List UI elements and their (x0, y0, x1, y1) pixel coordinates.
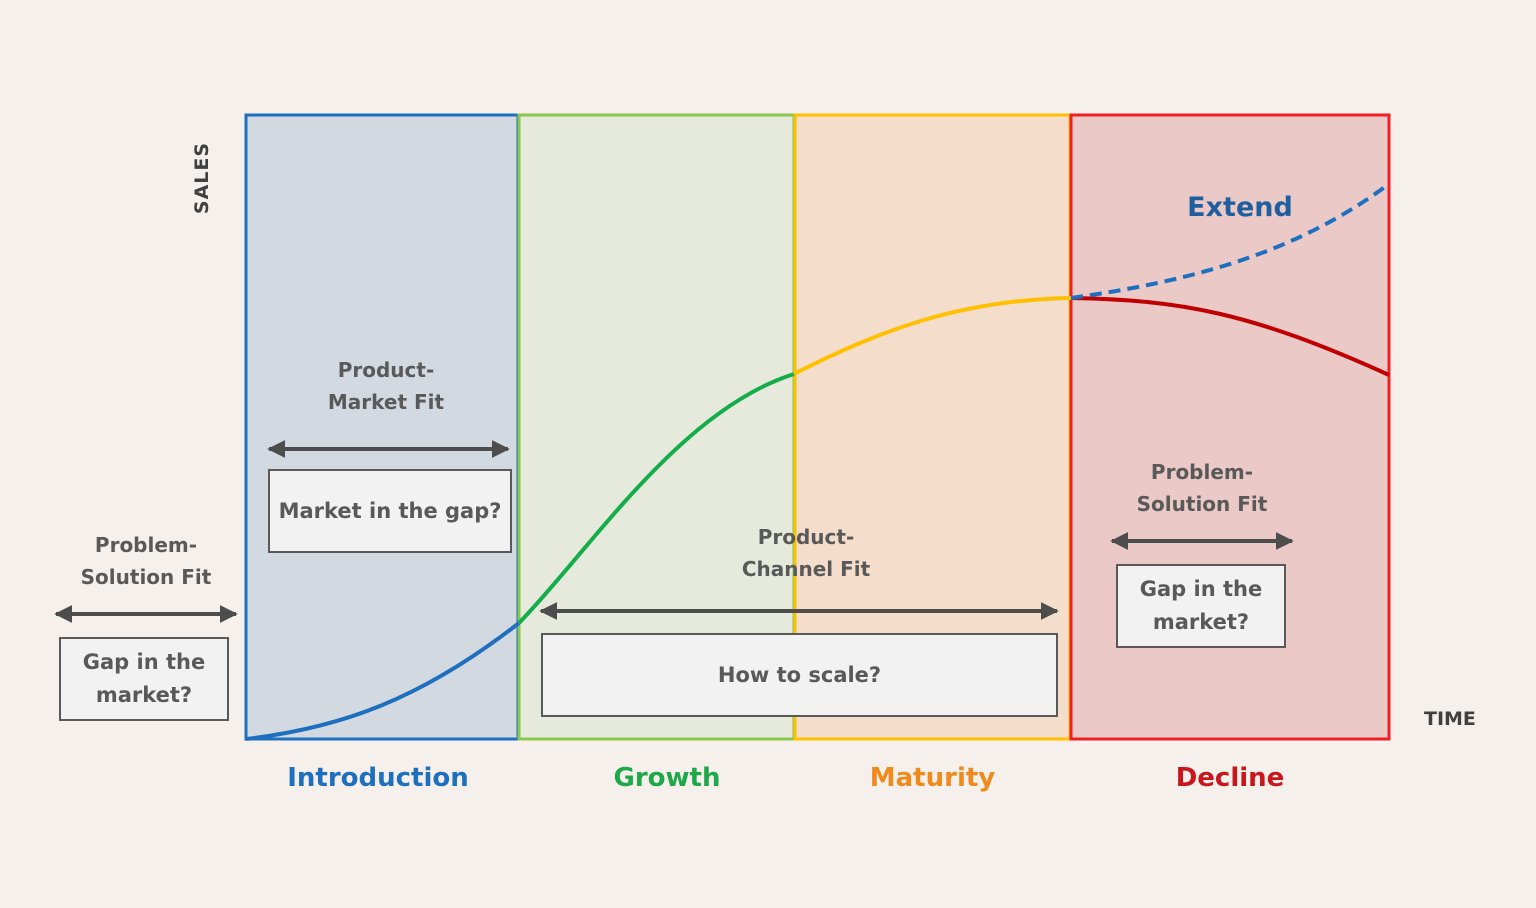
stage-label-decline: Decline (1175, 763, 1285, 793)
extend-label: Extend (1187, 192, 1293, 223)
stage-label-maturity: Maturity (869, 763, 996, 793)
curve-growth (517, 372, 795, 625)
fit-title-pre-problem-solution: Problem- Solution Fit (80, 533, 212, 589)
zone-introduction (244, 113, 520, 741)
question-box-product-channel: How to scale? (541, 633, 1058, 717)
question-box-product-market: Market in the gap? (268, 469, 512, 553)
fit-title-product-channel: Product- Channel Fit (741, 525, 871, 581)
stage-label-introduction: Introduction (287, 763, 469, 793)
curve-maturity (793, 296, 1072, 376)
question-box-pre-problem-solution: Gap in the market? (59, 637, 229, 721)
y-axis-label: SALES (191, 141, 213, 215)
fit-title-decline-problem-solution: Problem- Solution Fit (1136, 460, 1268, 516)
curve-introduction (245, 621, 521, 741)
fit-title-product-market: Product- Market Fit (327, 358, 445, 414)
curve-extend (1070, 182, 1391, 300)
curve-decline (1070, 296, 1390, 377)
x-axis-label: TIME (1424, 708, 1476, 730)
question-box-decline-problem-solution: Gap in the market? (1116, 564, 1286, 648)
stage-label-growth: Growth (613, 763, 721, 793)
